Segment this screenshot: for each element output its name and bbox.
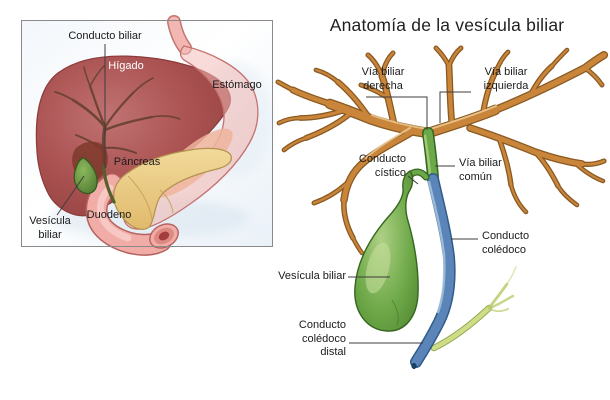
pancreas	[113, 147, 232, 230]
label-conducto-coledoco-distal: Conducto colédoco distal	[298, 319, 346, 358]
inset-panel	[21, 15, 273, 256]
label-via-biliar-izquierda: Vía biliar izquierda	[483, 66, 529, 92]
label-conducto-coledoco: Conducto colédoco	[482, 230, 530, 256]
liver-bile-duct-tree	[54, 65, 181, 168]
gallbladder	[354, 170, 419, 332]
duodenum	[85, 173, 172, 256]
biliary-tree-diagram	[275, 45, 609, 370]
label-vesicula-biliar-inset: Vesícula biliar	[29, 215, 71, 241]
common-hepatic-duct	[422, 127, 439, 184]
diagram-pointer-lines	[348, 91, 478, 344]
label-via-biliar-derecha: Vía biliar derecha	[361, 66, 405, 92]
hepatic-tree-highlight	[365, 105, 497, 159]
inset-pointer-lines	[56, 44, 106, 216]
label-pancreas: Páncreas	[113, 156, 161, 168]
label-higado: Hígado	[108, 60, 144, 72]
gallbladder-inset	[73, 157, 98, 195]
label-vesicula-biliar: Vesícula biliar	[278, 270, 346, 282]
duodenum-cut-end	[149, 223, 179, 249]
label-via-biliar-comun: Vía biliar común	[459, 157, 502, 183]
label-conducto-biliar: Conducto biliar	[68, 30, 142, 42]
label-conducto-cistico: Conducto cístico	[358, 153, 406, 179]
label-duodeno: Duodeno	[86, 209, 132, 221]
bile-duct-trunk	[102, 164, 116, 204]
hepatic-tree	[276, 46, 607, 254]
page-title: Anatomía de la vesícula biliar	[329, 15, 565, 35]
pancreatic-duct	[430, 266, 517, 352]
common-bile-duct	[410, 173, 456, 370]
inset-border	[21, 20, 273, 247]
gallbladder-highlight	[365, 242, 391, 294]
duct-opening	[411, 362, 417, 370]
label-estomago: Estómago	[212, 79, 262, 91]
